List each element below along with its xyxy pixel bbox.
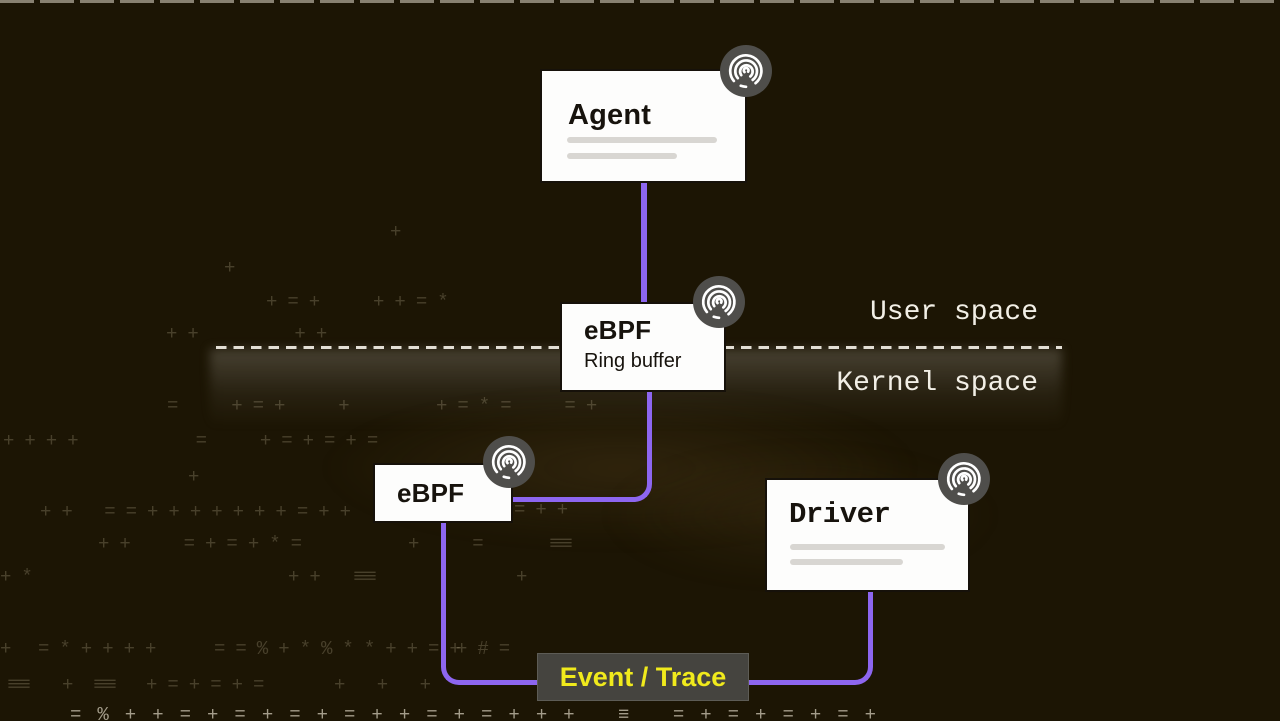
background-symbol: ++ =+=+*=	[98, 533, 313, 555]
fingerprint-icon	[938, 453, 990, 505]
kernel-space-label: Kernel space	[836, 368, 1038, 399]
connector-agent-to-ringbuffer	[641, 183, 647, 303]
background-symbol: +	[224, 257, 246, 279]
connector-driver-to-event	[749, 592, 873, 685]
background-symbol: +=+=+=	[146, 674, 275, 696]
connector-ringbuffer-to-ebpf	[513, 392, 652, 502]
agent-title: Agent	[568, 99, 652, 131]
agent-node: Agent	[540, 69, 747, 183]
background-symbol: +*	[0, 566, 43, 588]
background-symbol: ≡	[92, 674, 142, 696]
background-symbol: ≡	[548, 533, 598, 555]
background-symbol: +	[390, 221, 412, 243]
driver-node: Driver	[765, 478, 970, 592]
background-symbol: =*++++	[38, 638, 167, 660]
background-symbol: +	[188, 466, 210, 488]
background-symbol: ++ ==+++++++=++ =	[40, 501, 404, 523]
background-symbol: ≡	[6, 674, 56, 696]
background-symbol: +=+ ++=*	[266, 291, 459, 313]
placeholder-line	[790, 544, 945, 550]
background-symbol: +	[62, 674, 84, 696]
background-symbol: + + +	[334, 674, 442, 696]
placeholder-line	[790, 559, 903, 565]
placeholder-line	[567, 137, 717, 143]
driver-title: Driver	[789, 498, 891, 531]
user-space-label: User space	[869, 297, 1038, 328]
connector-ebpf-to-event	[441, 523, 543, 685]
ring-buffer-title: eBPF	[584, 315, 652, 345]
background-symbol: = +=+ +	[167, 395, 360, 417]
background-symbol: ++	[288, 566, 331, 588]
ebpf-title: eBPF	[397, 478, 465, 508]
event-trace-node: Event / Trace	[537, 653, 749, 701]
top-edge-texture	[0, 0, 1280, 3]
fingerprint-icon	[693, 276, 745, 328]
fingerprint-icon	[483, 436, 535, 488]
background-symbol: +	[0, 638, 22, 660]
placeholder-line	[567, 153, 677, 159]
background-symbol: ≡	[352, 566, 402, 588]
background-symbol: =++	[514, 499, 579, 521]
fingerprint-icon	[720, 45, 772, 97]
background-symbol: ++ ++	[166, 323, 338, 345]
ring-buffer-subtitle: Ring buffer	[584, 350, 682, 372]
background-symbol: =%++=+=+=+=++=+=+++ ≡ =+=+=+=+	[70, 704, 893, 721]
background-symbol: ==%+*%**++=+	[214, 638, 471, 660]
event-trace-label: Event / Trace	[559, 661, 727, 692]
background-symbol: ++++ = +=+=+=	[3, 430, 389, 452]
